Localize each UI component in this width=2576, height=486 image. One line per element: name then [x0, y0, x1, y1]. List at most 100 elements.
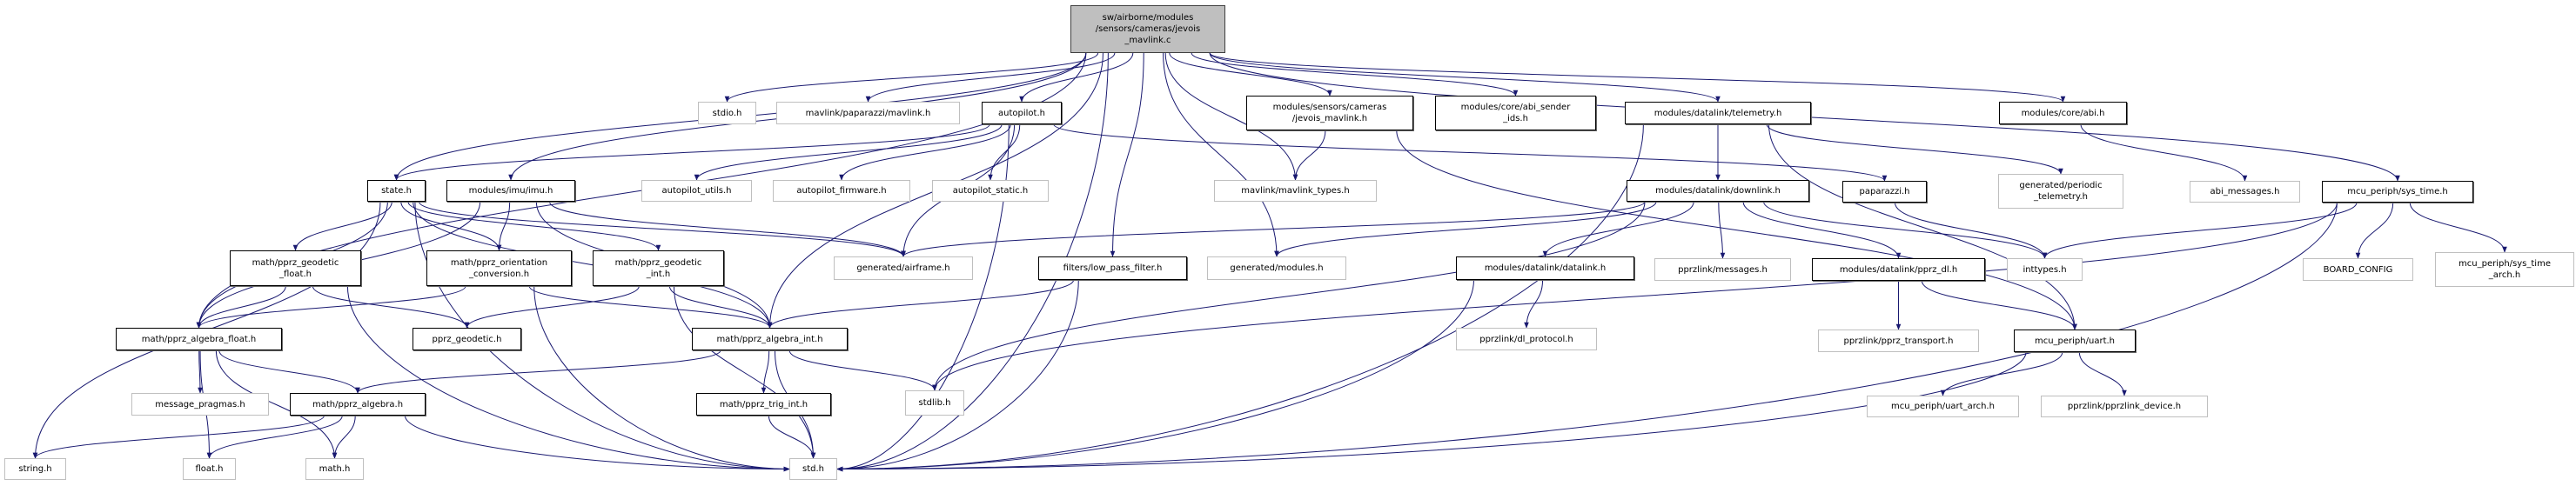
edge-state-to-airframe	[419, 201, 906, 257]
edge-state-to-std	[414, 201, 790, 472]
edge-sys_time-to-std	[836, 202, 2338, 472]
edge-datalink-to-dl_protocol	[1524, 279, 1544, 329]
edge-autopilot-to-ap_firmware	[839, 123, 1011, 181]
edge-root-to-abi_sender	[1191, 52, 1519, 97]
node-geo-int[interactable]: math/pprz_geodetic _int.h	[593, 250, 724, 286]
node-label: modules/datalink/pprz_dl.h	[1839, 264, 1958, 275]
node-label: modules/core/abi.h	[2021, 108, 2105, 118]
edge-state-to-orient	[400, 201, 502, 251]
edge-root-to-stdio	[724, 52, 1099, 103]
edge-jevois_h-to-mavlink_types	[1292, 130, 1326, 181]
edge-root-to-lpf	[1110, 52, 1144, 257]
edge-root-to-telemetry	[1209, 52, 1721, 103]
node-label: pprzlink/messages.h	[1678, 264, 1768, 275]
edge-geo_float-to-std	[346, 285, 790, 472]
node-root: sw/airborne/modules /sensors/cameras/jev…	[1070, 5, 1225, 53]
node-label: autopilot_utils.h	[661, 186, 732, 196]
node-state[interactable]: state.h	[367, 180, 426, 202]
edge-lpf-to-std	[836, 279, 1079, 472]
node-pprz-transport: pprzlink/pprz_transport.h	[1818, 330, 1979, 352]
edge-downlink-to-gen_modules	[1274, 201, 1657, 257]
node-lpf[interactable]: filters/low_pass_filter.h	[1038, 256, 1187, 280]
edge-autopilot-to-state	[393, 123, 990, 181]
node-alg[interactable]: math/pprz_algebra.h	[290, 393, 426, 416]
node-label: pprzlink/pprz_transport.h	[1843, 336, 1954, 346]
node-ap-utils: autopilot_utils.h	[641, 180, 752, 202]
edge-autopilot-to-ap_utils	[694, 123, 1003, 181]
node-mavlink-types: mavlink/mavlink_types.h	[1214, 180, 1377, 202]
node-alg-int[interactable]: math/pprz_algebra_int.h	[692, 328, 848, 350]
node-label: mavlink/paparazzi/mavlink.h	[805, 108, 931, 118]
node-msg-pragmas: message_pragmas.h	[131, 393, 269, 416]
node-label: modules/datalink/telemetry.h	[1654, 108, 1782, 118]
node-datalink[interactable]: modules/datalink/datalink.h	[1456, 256, 1634, 280]
edge-state-to-alg_int	[413, 201, 773, 329]
edge-alg_float-to-alg	[218, 350, 360, 394]
node-label: std.h	[802, 464, 824, 474]
node-alg-float[interactable]: math/pprz_algebra_float.h	[116, 328, 282, 350]
node-sys-time[interactable]: mcu_periph/sys_time.h	[2322, 181, 2473, 203]
node-pprz-geodetic[interactable]: pprz_geodetic.h	[413, 328, 521, 350]
node-abi-sender[interactable]: modules/core/abi_sender _ids.h	[1435, 96, 1596, 130]
node-pprz-dl[interactable]: modules/datalink/pprz_dl.h	[1812, 258, 1985, 281]
edge-downlink-to-airframe	[901, 201, 1646, 257]
node-geo-float[interactable]: math/pprz_geodetic _float.h	[230, 250, 361, 286]
edge-datalink-to-std	[836, 279, 1474, 472]
node-periodic: generated/periodic _telemetry.h	[1998, 174, 2123, 209]
node-trig-int[interactable]: math/pprz_trig_int.h	[696, 393, 831, 416]
edge-geo_int-to-pprz_geodetic	[464, 285, 640, 329]
node-board-config: BOARD_CONFIG	[2303, 258, 2413, 281]
edge-telemetry-to-std	[836, 123, 1644, 472]
node-airframe: generated/airframe.h	[834, 256, 973, 280]
node-uart[interactable]: mcu_periph/uart.h	[2014, 330, 2136, 352]
edge-orient-to-alg_int	[528, 285, 773, 329]
node-paparazzi[interactable]: paparazzi.h	[1842, 181, 1927, 203]
node-imu[interactable]: modules/imu/imu.h	[446, 180, 575, 202]
node-label: pprzlink/dl_protocol.h	[1479, 334, 1573, 344]
node-label: math/pprz_geodetic _float.h	[252, 257, 339, 279]
node-label: math/pprz_algebra.h	[312, 399, 404, 409]
node-label: modules/sensors/cameras /jevois_mavlink.…	[1272, 103, 1387, 123]
edge-alg-to-float	[206, 415, 343, 459]
node-label: sw/airborne/modules /sensors/cameras/jev…	[1095, 13, 1201, 45]
node-label: string.h	[18, 464, 52, 474]
node-label: math/pprz_trig_int.h	[719, 399, 808, 409]
node-label: abi_messages.h	[2210, 187, 2280, 196]
node-orient[interactable]: math/pprz_orientation _conversion.h	[426, 250, 572, 286]
edge-alg_float-to-msg_pragmas	[198, 350, 203, 394]
node-label: BOARD_CONFIG	[2323, 264, 2393, 275]
node-label: modules/imu/imu.h	[468, 186, 553, 196]
node-label: math/pprz_orientation _conversion.h	[450, 257, 548, 279]
node-messages: pprzlink/messages.h	[1654, 258, 1791, 281]
edge-sys_time-to-sys_time_arch	[2409, 202, 2507, 253]
edge-state-to-geo_int	[407, 201, 661, 251]
edge-root-to-autopilot	[1019, 52, 1134, 103]
node-label: modules/datalink/datalink.h	[1484, 263, 1607, 273]
node-telemetry[interactable]: modules/datalink/telemetry.h	[1625, 102, 1811, 124]
node-label: math/pprz_algebra_int.h	[716, 334, 823, 344]
edge-autopilot-to-std	[836, 123, 1010, 472]
edge-imu-to-airframe	[548, 201, 906, 257]
node-abi[interactable]: modules/core/abi.h	[1999, 102, 2127, 124]
edge-alg_int-to-stdlib	[788, 350, 937, 391]
node-label: modules/datalink/downlink.h	[1655, 186, 1781, 196]
edge-uart-to-uart_arch	[1940, 351, 2063, 396]
node-label: generated/airframe.h	[856, 263, 950, 273]
edge-geo_float-to-alg_float	[196, 285, 286, 329]
node-string: string.h	[4, 458, 66, 480]
node-pprzlink-device: pprzlink/pprzlink_device.h	[2041, 396, 2208, 417]
edge-lpf-to-alg_int	[767, 279, 1075, 329]
node-label: pprzlink/pprzlink_device.h	[2067, 402, 2182, 411]
node-label: mcu_periph/sys_time _arch.h	[2459, 259, 2551, 280]
edge-sys_time-to-board_config	[2355, 202, 2394, 259]
edge-downlink-to-datalink	[1542, 201, 1694, 257]
edge-paparazzi-to-inttypes	[1894, 202, 2048, 259]
node-jevois-h[interactable]: modules/sensors/cameras /jevois_mavlink.…	[1246, 96, 1413, 130]
node-stdlib: stdlib.h	[905, 390, 964, 416]
node-label: pprz_geodetic.h	[432, 334, 502, 344]
edge-pprz_dl-to-uart	[1921, 280, 2077, 330]
node-downlink[interactable]: modules/datalink/downlink.h	[1627, 180, 1809, 202]
node-label: mavlink/mavlink_types.h	[1241, 186, 1350, 196]
edge-downlink-to-stdlib	[932, 201, 1646, 391]
node-autopilot[interactable]: autopilot.h	[982, 102, 1062, 124]
